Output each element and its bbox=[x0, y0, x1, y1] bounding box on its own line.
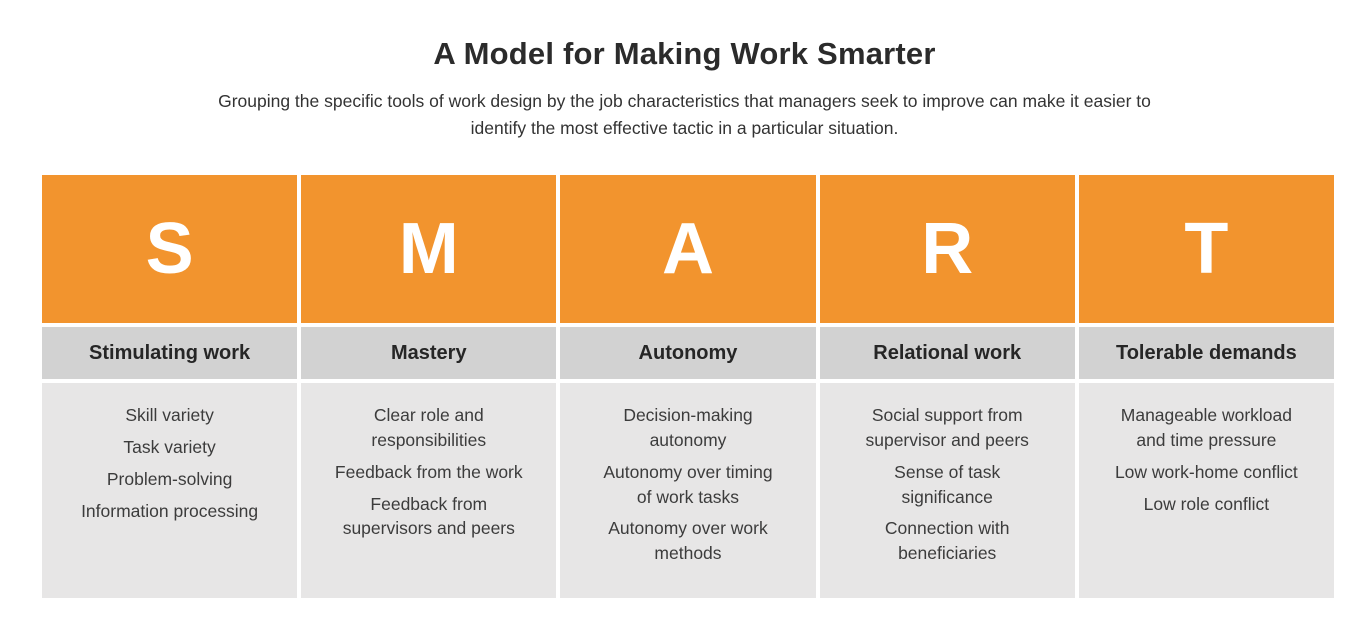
column-letter: S bbox=[42, 175, 298, 323]
page-title: A Model for Making Work Smarter bbox=[433, 36, 936, 71]
smart-column: M Mastery Clear role and responsibilitie… bbox=[301, 175, 557, 598]
column-item: Task variety bbox=[123, 436, 216, 457]
column-item: Social support from supervisor and peers bbox=[865, 405, 1029, 450]
column-item: Low role conflict bbox=[1143, 493, 1270, 514]
smart-column: T Tolerable demands Manageable workload … bbox=[1078, 175, 1334, 598]
column-letter: T bbox=[1078, 175, 1334, 323]
column-item: Low work-home conflict bbox=[1114, 461, 1298, 482]
column-label: Mastery bbox=[301, 327, 557, 379]
column-letter: A bbox=[560, 175, 816, 323]
column-label: Autonomy bbox=[560, 327, 816, 379]
column-item: Autonomy over work methods bbox=[608, 518, 768, 564]
column-item: Sense of task significance bbox=[894, 461, 1001, 507]
column-item: Feedback from supervisors and peers bbox=[342, 493, 515, 539]
column-item: Clear role and responsibilities bbox=[371, 405, 487, 450]
column-item: Manageable workload and time pressure bbox=[1120, 405, 1292, 450]
column-label: Tolerable demands bbox=[1078, 327, 1334, 379]
column-letter: R bbox=[819, 175, 1075, 323]
column-item: Problem-solving bbox=[106, 468, 233, 489]
column-letter: M bbox=[301, 175, 557, 323]
column-label: Relational work bbox=[819, 327, 1075, 379]
column-items: Social support from supervisor and peers… bbox=[819, 383, 1075, 598]
column-item: Decision-making autonomy bbox=[623, 405, 753, 450]
column-item: Connection with beneficiaries bbox=[884, 518, 1010, 564]
column-item: Information processing bbox=[81, 500, 259, 521]
page-subtitle: Grouping the specific tools of work desi… bbox=[218, 91, 1151, 139]
column-item: Autonomy over timing of work tasks bbox=[603, 461, 773, 507]
smart-column: R Relational work Social support from su… bbox=[819, 175, 1075, 598]
column-item: Feedback from the work bbox=[334, 461, 523, 482]
column-label: Stimulating work bbox=[42, 327, 298, 379]
column-item: Skill variety bbox=[125, 405, 214, 425]
